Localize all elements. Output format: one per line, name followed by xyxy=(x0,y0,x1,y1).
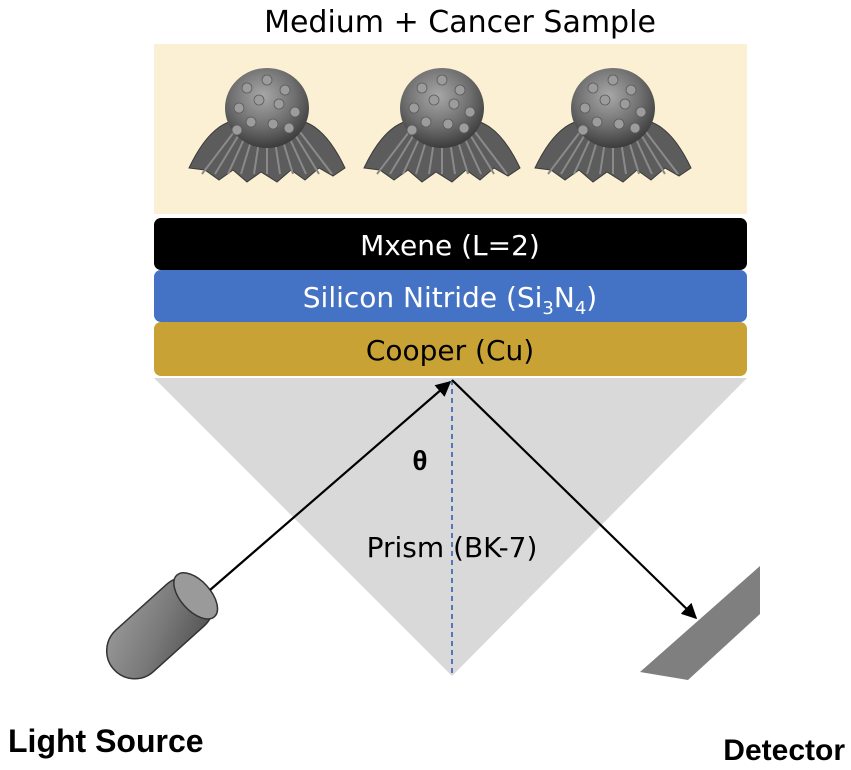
layer-silicon-nitride: Silicon Nitride (Si3N4) xyxy=(154,270,747,322)
prism-label: Prism (BK-7) xyxy=(367,531,538,564)
layer-copper: Cooper (Cu) xyxy=(154,322,747,376)
detector-label: Detector xyxy=(723,734,845,767)
sample-region-title: Medium + Cancer Sample xyxy=(264,5,656,40)
detector-icon xyxy=(640,566,760,680)
reflected-ray xyxy=(451,379,698,620)
cancer-cell-icon xyxy=(188,68,346,183)
prism xyxy=(154,378,747,676)
layer-mxene-bar xyxy=(154,218,747,270)
layer-silicon-nitride-bar xyxy=(154,270,747,322)
layer-copper-bar xyxy=(154,322,747,376)
light-source-label: Light Source xyxy=(8,723,204,759)
layer-mxene: Mxene (L=2) xyxy=(154,218,747,270)
angle-theta: θ xyxy=(412,445,427,476)
cancer-cell-icon xyxy=(363,68,521,183)
layer-silicon-nitride-label: Silicon Nitride (Si3N4) xyxy=(303,281,597,319)
layer-mxene-label: Mxene (L=2) xyxy=(360,229,540,262)
layer-copper-label: Cooper (Cu) xyxy=(366,334,534,367)
cancer-cell-icon xyxy=(534,68,692,183)
incident-ray xyxy=(209,380,452,591)
light-source-icon xyxy=(105,572,219,680)
cancer-cells-group xyxy=(188,68,692,183)
